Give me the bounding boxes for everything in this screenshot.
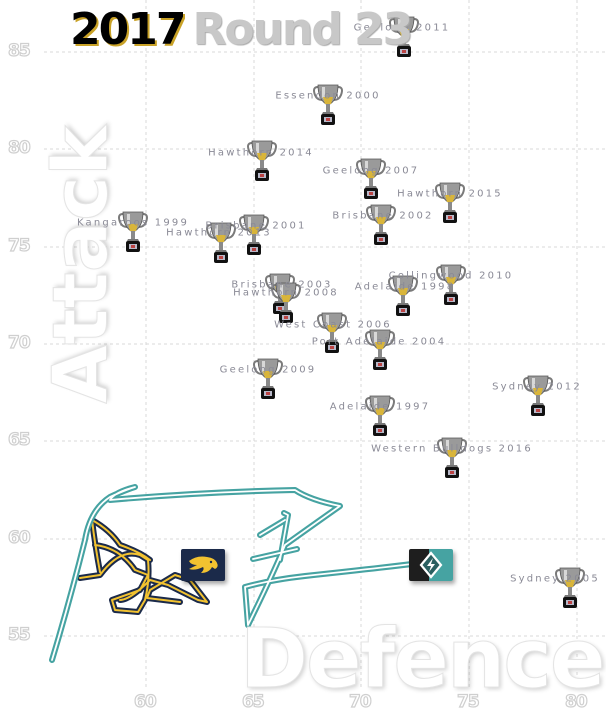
y-tick: 65 (7, 429, 31, 450)
lightning-icon (419, 551, 443, 579)
trophy-markers (118, 16, 585, 609)
point-label: Essendon 2000 (275, 90, 381, 102)
x-tick: 80 (564, 691, 588, 712)
point-label: Collingwood 2010 (388, 270, 514, 282)
point-label: Sydney 2005 (510, 573, 600, 585)
point-label: Western Bulldogs 2016 (371, 443, 533, 455)
eagle-icon (189, 556, 218, 573)
point-label: Hawthorn 2008 (233, 287, 339, 299)
title-year: 2017 (70, 4, 186, 55)
point-label: Adelaide 1998 (354, 281, 456, 293)
y-tick: 85 (7, 40, 31, 61)
point-label: Sydney 2012 (492, 381, 582, 393)
y-tick: 80 (7, 137, 31, 158)
point-label: Hawthorn 2014 (208, 147, 314, 159)
point-label: Kangaroos 1999 (76, 217, 190, 229)
x-tick: 70 (348, 691, 372, 712)
x-tick: 75 (456, 691, 480, 712)
y-tick: 75 (7, 235, 31, 256)
point-label: Geelong 2007 (322, 165, 420, 177)
point-label: Hawthorn 2013 (166, 227, 272, 239)
y-tick: 70 (7, 332, 31, 353)
x-tick: 60 (133, 691, 157, 712)
point-label: Brisbane 2003 (231, 279, 333, 291)
y-axis-title: Attack (35, 125, 125, 404)
title-round: Round 23 (192, 4, 413, 55)
point-label: Geelong 2011 (353, 22, 451, 34)
point-label: Geelong 2009 (219, 364, 317, 376)
x-axis-title: Defence (240, 612, 606, 708)
point-label: Brisbane 2001 (205, 220, 307, 232)
grid (44, 0, 606, 690)
point-label: Adelaide 1997 (329, 401, 431, 413)
y-tick: 60 (7, 527, 31, 548)
point-label: West Coast 2006 (274, 319, 392, 331)
port-adelaide-marker[interactable] (409, 549, 453, 581)
point-label: Hawthorn 2015 (397, 188, 503, 200)
point-label: Port Adelaide 2004 (311, 336, 447, 348)
west-coast-trail (77, 517, 210, 615)
x-tick: 65 (241, 691, 265, 712)
west-coast-marker[interactable] (181, 549, 225, 581)
point-label: Brisbane 2002 (332, 210, 434, 222)
port-adelaide-trail (49, 484, 423, 663)
y-tick: 55 (7, 624, 31, 645)
